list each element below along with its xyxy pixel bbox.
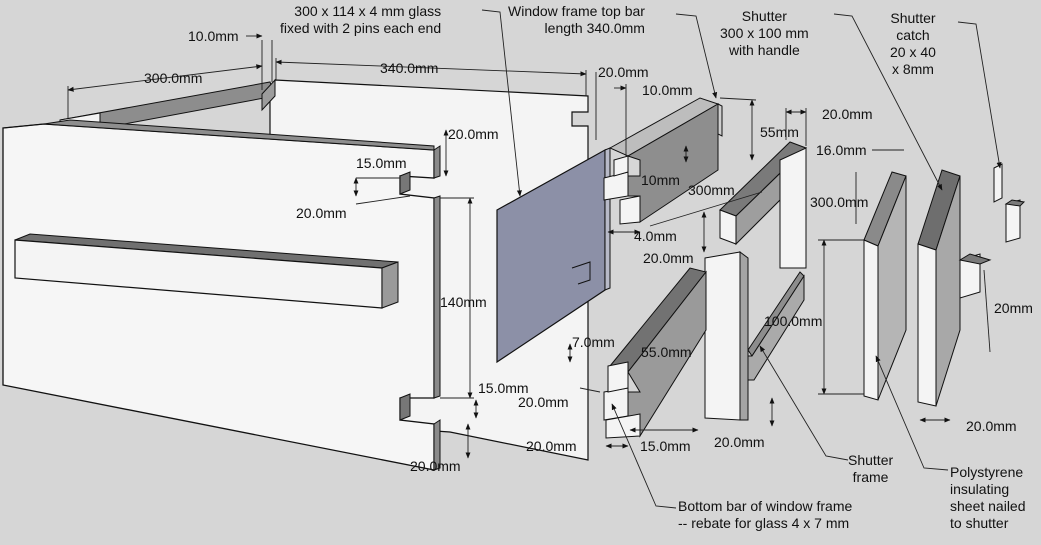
note-top-bar: Window frame top bar length 340.0mm	[508, 3, 645, 36]
note-leaders	[481, 9, 1002, 509]
dim-10mm-top: 10.0mm	[188, 28, 239, 44]
dim-20mm-top: 20.0mm	[598, 64, 649, 80]
shutter-panel	[917, 169, 992, 407]
note-glass: 300 x 114 x 4 mm glass fixed with 2 pins…	[280, 3, 442, 36]
dim-20mm-shutter: 20.0mm	[822, 106, 873, 122]
dim-20mm-notch-height: 20.0mm	[296, 205, 347, 221]
dim-100mm: 100.0mm	[764, 313, 823, 329]
dim-20mm-left-bottom: 20.0mm	[410, 458, 461, 474]
note-shutter: Shutter 300 x 100 mm with handle	[720, 8, 809, 58]
dim-20mm-notch-width: 20.0mm	[448, 126, 499, 142]
front-side-panel	[2, 119, 441, 471]
dim-7mm: 7.0mm	[572, 334, 615, 350]
dim-20mm-shutter-bottom: 20.0mm	[966, 418, 1017, 434]
dim-15mm-notch: 15.0mm	[356, 155, 407, 171]
dim-10mm-bar: 10.0mm	[642, 82, 693, 98]
note-shutter-catch: Shutter catch 20 x 40 x 8mm	[890, 10, 936, 77]
dim-16mm: 16.0mm	[816, 142, 867, 158]
polystyrene-sheet	[863, 171, 907, 401]
dim-10mm-rebate: 10mm	[641, 172, 680, 188]
note-shutter-frame: Shutter frame	[848, 452, 894, 485]
dim-15mm-lower: 15.0mm	[478, 380, 529, 396]
dim-20mm-catch: 20mm	[994, 300, 1033, 316]
dim-300mm-side: 300.0mm	[144, 70, 203, 86]
dim-4mm: 4.0mm	[634, 228, 677, 244]
dim-20mm-bottom-left: 20.0mm	[526, 438, 577, 454]
dim-140mm: 140mm	[440, 294, 487, 310]
dim-20mm-gap: 20.0mm	[643, 250, 694, 266]
shutter-catch	[993, 163, 1026, 243]
dim-340mm: 340.0mm	[380, 60, 439, 76]
window-frame-top-bar	[603, 97, 723, 225]
dim-20mm-bottom-right: 20.0mm	[714, 434, 765, 450]
dim-55mm-bottom: 55.0mm	[641, 344, 692, 360]
dim-300mm-bar: 300mm	[688, 182, 735, 198]
shutter-frame-lower	[704, 251, 805, 421]
note-bottom-bar: Bottom bar of window frame -- rebate for…	[678, 498, 853, 531]
dim-300mm-shutter: 300.0mm	[810, 194, 869, 210]
dimension-lines	[67, 33, 991, 459]
dim-15mm-bottom: 15.0mm	[640, 438, 691, 454]
note-polystyrene: Polystyrene insulating sheet nailed to s…	[950, 464, 1026, 531]
dim-55mm: 55mm	[760, 124, 799, 140]
shutter-frame-upper	[719, 141, 807, 269]
dim-20mm-bottom-side: 20.0mm	[518, 394, 569, 410]
